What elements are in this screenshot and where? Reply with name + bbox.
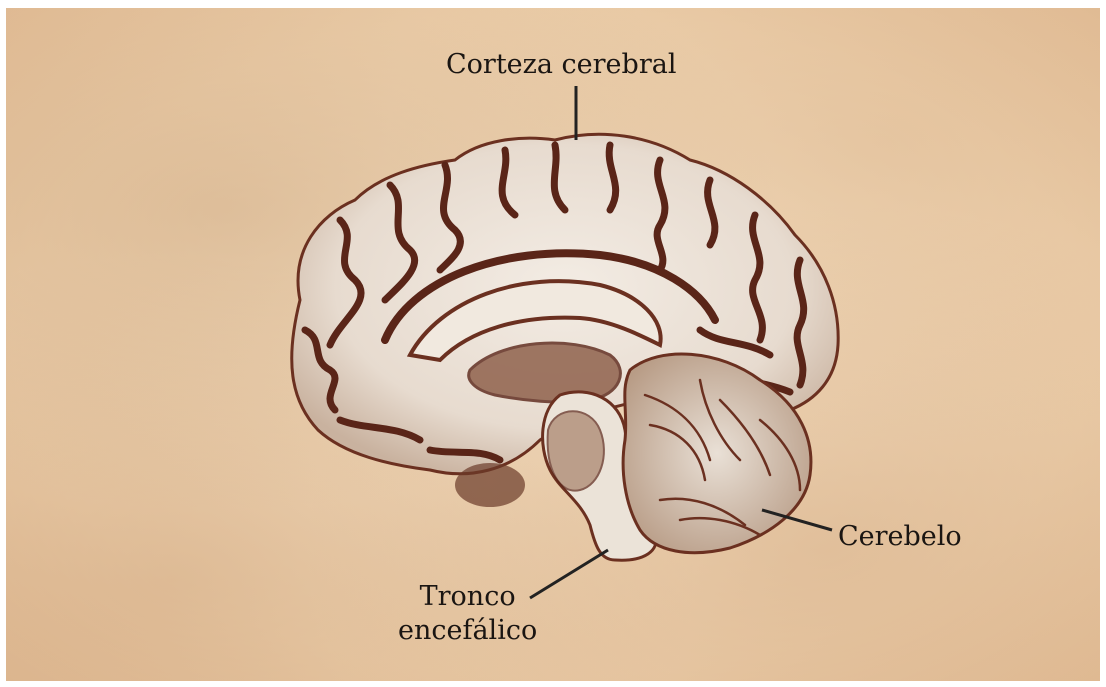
brainstem-label-line1: Tronco xyxy=(398,580,537,614)
cerebellum-label: Cerebelo xyxy=(838,520,962,554)
brainstem-label-line2: encefálico xyxy=(398,614,537,648)
cortex-label: Corteza cerebral xyxy=(446,48,676,82)
temporal-pole-shadow xyxy=(455,463,525,507)
brainstem-label: Tronco encefálico xyxy=(398,580,537,648)
pons xyxy=(548,411,604,490)
brainstem-leader-line xyxy=(530,550,608,598)
